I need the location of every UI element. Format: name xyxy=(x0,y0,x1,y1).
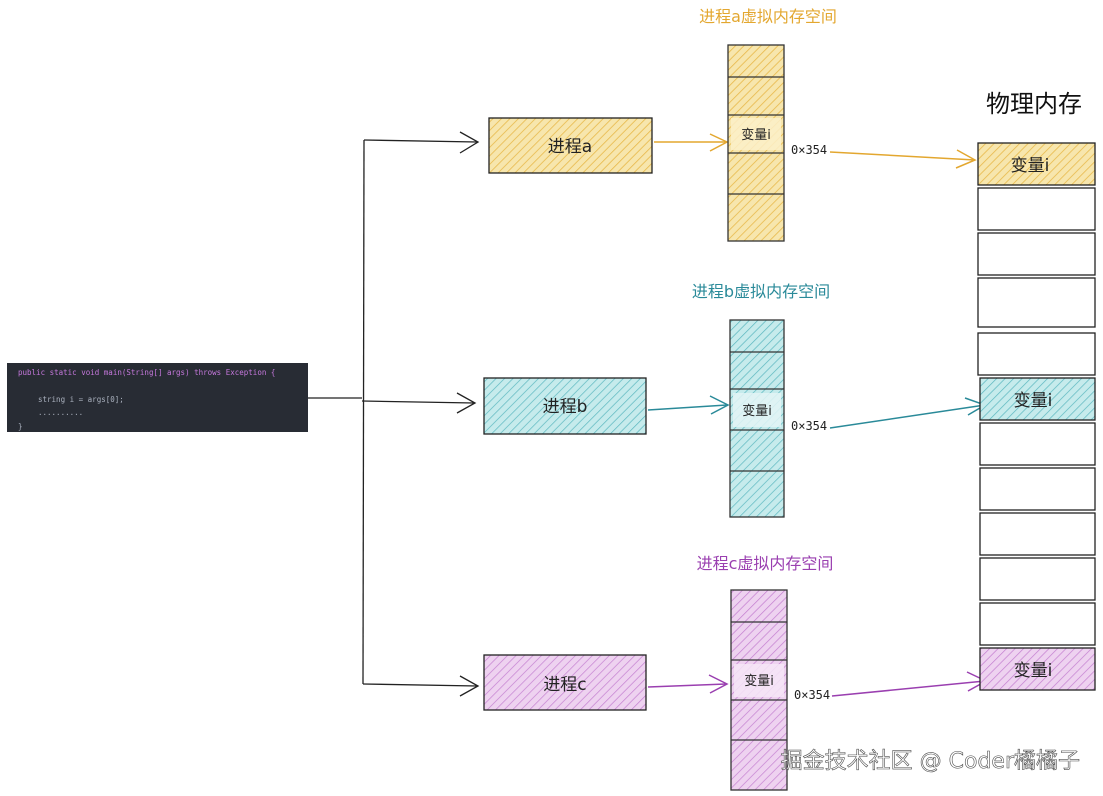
vm-a-var-label: 变量i xyxy=(741,127,771,143)
process-c-label: 进程c xyxy=(543,675,586,695)
vm-b-title: 进程b虚拟内存空间 xyxy=(692,282,830,301)
arrowhead-to-c xyxy=(459,675,480,697)
code-line-2: string i = args[0]; xyxy=(38,395,124,404)
process-b-box xyxy=(483,377,647,435)
connector-to-b xyxy=(361,400,475,404)
process-b-label: 进程b xyxy=(543,397,588,417)
vm-b-var-label: 变量i xyxy=(742,403,772,419)
vm-c-var-cell xyxy=(734,664,784,697)
arrow-b-to-vm xyxy=(647,404,728,411)
process-a-box xyxy=(488,117,653,174)
process-b-group: 进程b 进程b虚拟内存空间 变量i 0×354 xyxy=(483,282,987,518)
connector-to-a xyxy=(363,139,478,143)
process-a-label: 进程a xyxy=(548,137,592,157)
physical-var-a-label: 变量i xyxy=(1011,156,1050,176)
arrowhead-c-to-vm xyxy=(708,674,729,694)
vm-b-var-cell xyxy=(733,393,781,427)
arrowhead-a-to-vm xyxy=(709,133,729,152)
physical-var-b-label: 变量i xyxy=(1014,391,1053,411)
code-snippet: public static void main(String[] args) t… xyxy=(7,363,308,432)
physical-memory-group: 物理内存 变量i 变量i 变量i xyxy=(977,90,1096,691)
arrow-c-to-vm xyxy=(647,683,727,688)
connector-trunk xyxy=(362,139,365,685)
vm-c-title: 进程c虚拟内存空间 xyxy=(697,554,834,573)
physical-memory-title: 物理内存 xyxy=(986,90,1082,118)
vm-a-var-cell xyxy=(731,118,781,150)
code-line-1: public static void main(String[] args) t… xyxy=(18,368,275,377)
watermark-text: 掘金技术社区 @ Coder橘橘子 xyxy=(781,749,1080,774)
arrowhead-to-a xyxy=(459,131,480,154)
vm-b-address: 0×354 xyxy=(791,419,827,433)
vm-a-address: 0×354 xyxy=(791,143,827,157)
arrowhead-to-b xyxy=(456,392,477,414)
arrow-b-to-physical xyxy=(829,404,986,429)
arrow-a-to-physical xyxy=(829,151,976,161)
physical-memory-cells xyxy=(977,142,1096,691)
code-background xyxy=(7,363,308,432)
code-line-3: .......... xyxy=(38,408,83,417)
vm-c-address: 0×354 xyxy=(794,688,830,702)
process-c-group: 进程c 进程c虚拟内存空间 变量i 0×354 xyxy=(483,554,988,791)
process-a-group: 进程a 进程a虚拟内存空间 变量i 0×354 xyxy=(488,7,977,242)
connector-to-c xyxy=(362,683,478,687)
arrow-c-to-physical xyxy=(831,680,986,697)
branch-connectors xyxy=(308,131,480,697)
vm-c-var-label: 变量i xyxy=(744,673,774,689)
arrowhead-a-to-physical xyxy=(955,149,977,169)
arrowhead-b-to-vm xyxy=(709,395,730,415)
code-line-4: } xyxy=(18,422,23,431)
vm-a-title: 进程a虚拟内存空间 xyxy=(699,7,837,26)
physical-var-c-label: 变量i xyxy=(1014,661,1053,681)
process-c-box xyxy=(483,654,647,711)
